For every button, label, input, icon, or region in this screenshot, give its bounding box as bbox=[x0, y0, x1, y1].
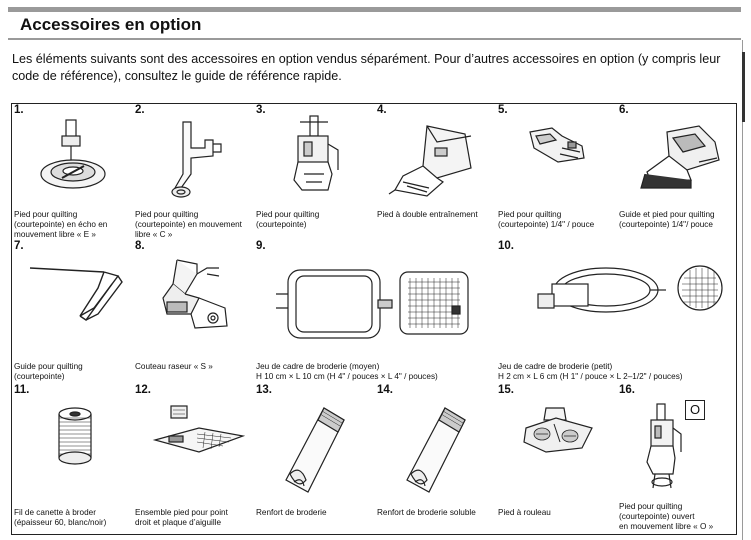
small-embroidery-frame-icon bbox=[532, 260, 732, 332]
quilting-free-motion-c-foot-icon bbox=[161, 118, 227, 202]
accessory-item: 1. Pied pour quilting (courtepointe) en … bbox=[12, 104, 133, 240]
item-number: 1. bbox=[14, 104, 24, 116]
accessories-grid: 1. Pied pour quilting (courtepointe) en … bbox=[11, 103, 737, 535]
item-number: 11. bbox=[14, 384, 30, 396]
item-number: 3. bbox=[256, 104, 266, 116]
quilting-foot-icon bbox=[280, 114, 350, 200]
side-cutter-icon bbox=[151, 254, 241, 342]
top-rule bbox=[8, 7, 741, 12]
accessory-item: 4. Pied à double entraînement bbox=[375, 104, 496, 240]
item-caption: Fil de canette à broder (épaisseur 60, b… bbox=[14, 508, 107, 527]
item-number: 16. bbox=[619, 384, 635, 396]
accessory-item: 14. Renfort de broderie soluble bbox=[375, 384, 496, 534]
item-number: 4. bbox=[377, 104, 387, 116]
item-number: 7. bbox=[14, 240, 24, 252]
item-number: 8. bbox=[135, 240, 145, 252]
page-edge bbox=[742, 40, 751, 540]
item-number: 9. bbox=[256, 240, 266, 252]
item-number: 10. bbox=[498, 240, 514, 252]
accessory-item: 2. Pied pour quilting (courtepointe) en … bbox=[133, 104, 254, 240]
open-toe-quilting-foot-icon bbox=[639, 402, 691, 494]
item-number: 15. bbox=[498, 384, 514, 396]
quilting-guide-icon bbox=[26, 258, 126, 328]
accessory-item: 3. Pied pour quilting (courtepointe) bbox=[254, 104, 375, 240]
accessory-item: 6. Guide et pied pour quilting (courtepo… bbox=[617, 104, 738, 240]
embroidery-stabilizer-icon bbox=[280, 404, 350, 498]
accessory-item: 16. O Pied pour quilting (courtepointe) … bbox=[617, 384, 738, 534]
foot-letter-badge: O bbox=[685, 400, 705, 420]
title-rule bbox=[8, 38, 741, 40]
item-caption: Pied à double entraînement bbox=[377, 210, 478, 219]
quarter-inch-foot-icon bbox=[522, 126, 592, 166]
item-caption: Pied pour quilting (courtepointe) bbox=[256, 210, 320, 229]
item-caption: Ensemble pied pour point droit et plaque… bbox=[135, 508, 228, 527]
accessory-item: 8. Couteau raseur « S » bbox=[133, 240, 254, 386]
item-caption: Couteau raseur « S » bbox=[135, 362, 213, 371]
section-tab bbox=[742, 52, 751, 122]
item-caption: Pied à rouleau bbox=[498, 508, 551, 517]
item-number: 6. bbox=[619, 104, 629, 116]
item-caption: Jeu de cadre de broderie (petit) H 2 cm … bbox=[498, 362, 683, 381]
item-caption: Jeu de cadre de broderie (moyen) H 10 cm… bbox=[256, 362, 438, 381]
item-number: 2. bbox=[135, 104, 145, 116]
item-caption: Renfort de broderie bbox=[256, 508, 327, 517]
roller-foot-icon bbox=[520, 406, 596, 456]
item-caption: Pied pour quilting (courtepointe) en mou… bbox=[135, 210, 242, 239]
walking-foot-icon bbox=[387, 120, 487, 200]
accessory-item: 13. Renfort de broderie bbox=[254, 384, 375, 534]
accessory-item: 10. Jeu de cadre de broderie (petit) H 2… bbox=[496, 240, 738, 386]
intro-text: Les éléments suivants sont des accessoir… bbox=[12, 52, 721, 83]
item-caption: Pied pour quilting (courtepointe) ouvert… bbox=[619, 502, 714, 531]
item-number: 12. bbox=[135, 384, 151, 396]
accessory-item: 5. Pied pour quilting (courtepointe) 1/4… bbox=[496, 104, 617, 240]
medium-embroidery-frame-icon bbox=[274, 260, 474, 346]
item-caption: Guide et pied pour quilting (courtepoint… bbox=[619, 210, 715, 229]
page-title: Accessoires en option bbox=[20, 15, 202, 34]
item-number: 5. bbox=[498, 104, 508, 116]
item-caption: Pied pour quilting (courtepointe) en éch… bbox=[14, 210, 108, 239]
quarter-inch-guide-foot-icon bbox=[639, 122, 729, 192]
item-caption: Pied pour quilting (courtepointe) 1/4" /… bbox=[498, 210, 595, 229]
accessory-item: 9. Jeu de cadre de broderie (moyen) bbox=[254, 240, 496, 386]
accessory-item: 11. Fil de canette à broder (épaisseur 6… bbox=[12, 384, 133, 534]
item-caption: Renfort de broderie soluble bbox=[377, 508, 476, 517]
bobbin-thread-spool-icon bbox=[50, 404, 100, 468]
accessory-item: 12. Ensemble pied pour point droit et pl… bbox=[133, 384, 254, 534]
water-soluble-stabilizer-icon bbox=[401, 404, 471, 498]
item-number: 14. bbox=[377, 384, 393, 396]
accessory-item: 15. Pied à rouleau bbox=[496, 384, 617, 534]
straight-stitch-foot-plate-icon bbox=[151, 404, 245, 464]
item-number: 13. bbox=[256, 384, 272, 396]
quilting-echo-foot-icon bbox=[34, 116, 112, 196]
accessory-item: 7. Guide pour quilting (courtepointe) bbox=[12, 240, 133, 386]
item-caption: Guide pour quilting (courtepointe) bbox=[14, 362, 83, 381]
